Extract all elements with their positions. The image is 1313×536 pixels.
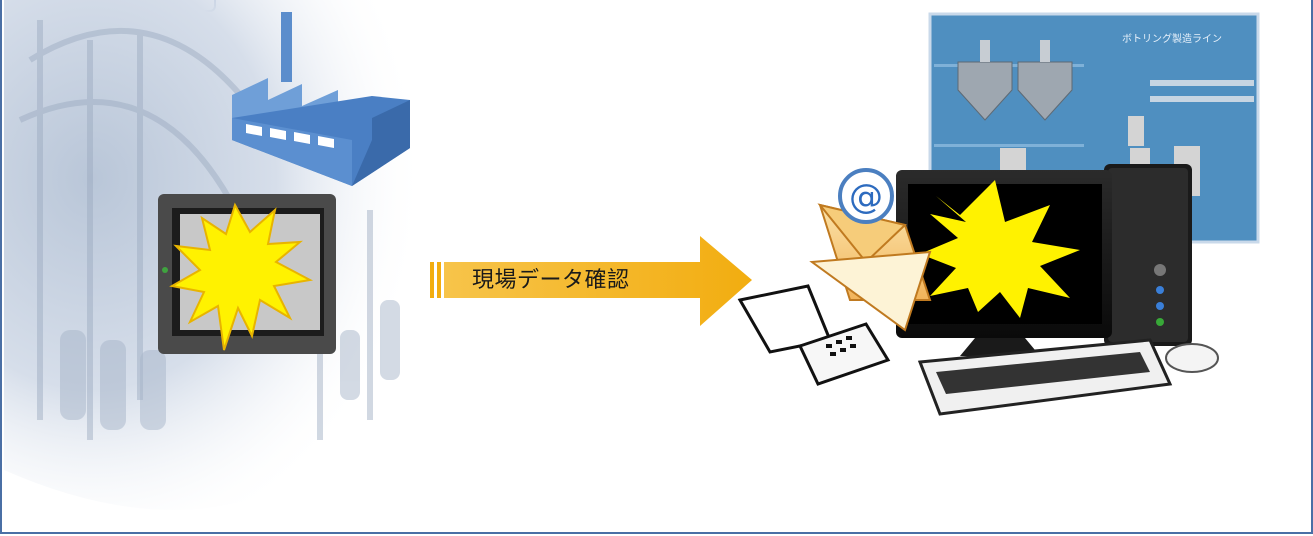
svg-text:@: @ <box>849 177 883 217</box>
mouse-icon <box>1165 343 1219 373</box>
keyboard-icon <box>917 338 1173 416</box>
email-icon: @ <box>809 168 932 332</box>
alert-burst-icon <box>169 202 314 351</box>
fax-icon <box>737 284 891 386</box>
hmi-screen-title: ボトリング製造ライン <box>1122 34 1222 45</box>
data-flow-arrow <box>430 236 752 326</box>
arrow-label: 現場データ確認 <box>472 268 630 293</box>
desktop-computer-icon <box>896 164 1192 356</box>
factory-icon <box>232 12 410 186</box>
